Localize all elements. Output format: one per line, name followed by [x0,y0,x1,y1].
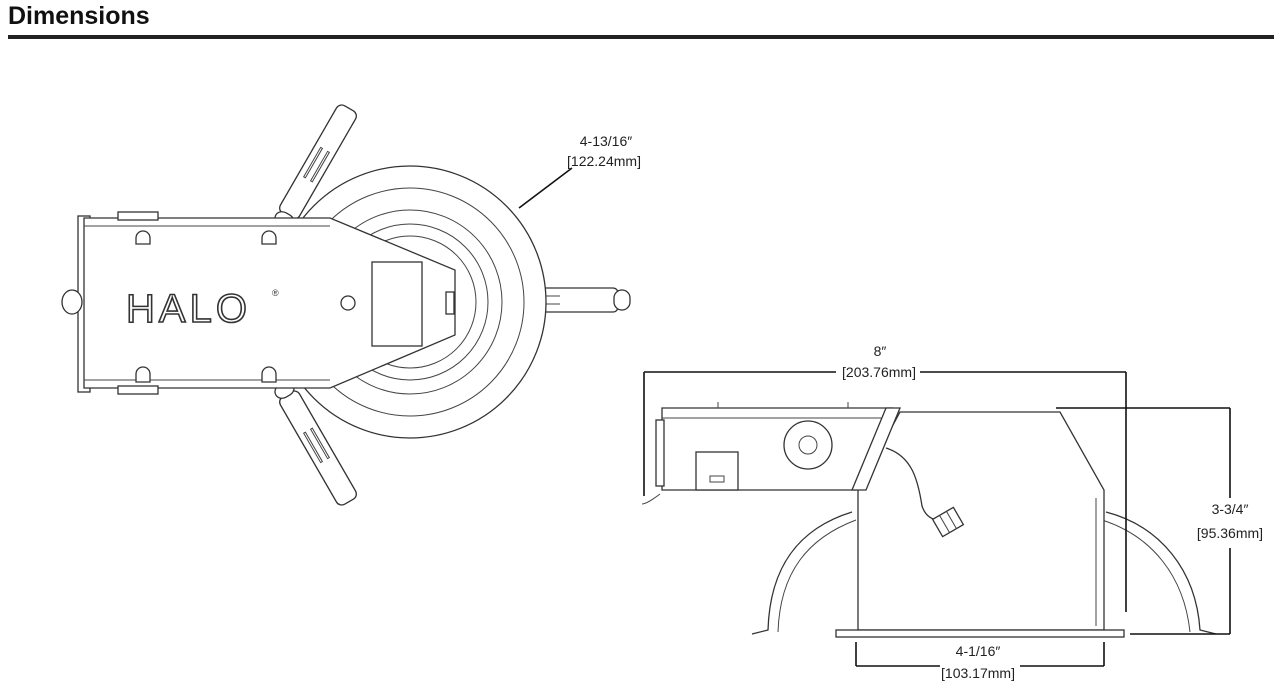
brand-logo: HALO [126,287,251,331]
length-imperial: 8″ [874,343,887,359]
junction-box-side [641,402,901,505]
title-rule [8,35,1274,39]
height-dimension: 3-3/4″ [95.36mm] [1056,407,1263,635]
length-metric: [203.76mm] [842,364,916,380]
aperture-metric: [103.17mm] [941,665,1015,681]
diameter-callout: 4-13/16″ [122.24mm] [518,133,641,209]
page-title: Dimensions [8,2,150,30]
top-view: HALO ® 4-13/16″ [122.24mm] [61,104,641,506]
diameter-metric: [122.24mm] [567,153,641,169]
mounting-arm-lower [274,381,357,506]
junction-box [61,211,456,395]
side-view: 8″ [203.76mm] 3-3/4″ [95.36mm] 4-1/16″ [… [641,343,1263,681]
wire-connector [885,447,965,538]
length-dimension: 8″ [203.76mm] [643,343,1127,612]
aperture-imperial: 4-1/16″ [956,643,1001,659]
diameter-imperial: 4-13/16″ [580,133,632,149]
spring-clip-left [751,511,857,635]
height-imperial: 3-3/4″ [1212,501,1249,517]
height-metric: [95.36mm] [1197,525,1263,541]
aperture-dimension: 4-1/16″ [103.17mm] [855,642,1105,681]
registered-mark: ® [272,288,279,298]
can-housing [835,411,1125,638]
